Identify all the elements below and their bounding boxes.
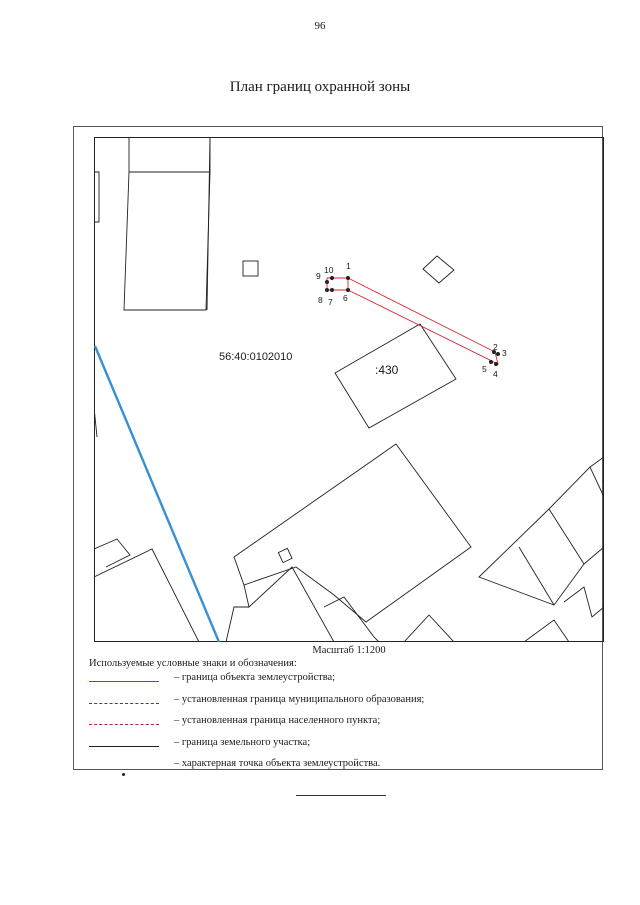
parcel-right-bottom — [523, 619, 570, 642]
point-label-10: 10 — [324, 265, 334, 275]
parcel-boundaries — [94, 137, 604, 642]
blue-boundary-line — [94, 345, 221, 642]
legend-item-text: – граница объекта землеустройства; — [174, 672, 336, 683]
point-9 — [325, 280, 329, 284]
point-8 — [325, 288, 329, 292]
legend-heading: Используемые условные знаки и обозначени… — [89, 658, 297, 669]
parcel-left-tick — [94, 406, 98, 438]
object-boundary-end — [326, 277, 348, 291]
parcel-left-edge — [94, 171, 100, 223]
object-boundary-symbol — [89, 681, 159, 682]
parcel-left-building — [123, 171, 211, 311]
point-label-5: 5 — [482, 364, 487, 374]
map-border — [94, 137, 604, 642]
page-title: План границ охранной зоны — [229, 79, 411, 95]
parcel-large-building — [233, 443, 472, 623]
point-4 — [494, 362, 498, 366]
parcel-right-block — [478, 508, 585, 606]
legend-item: – характерная точка объекта землеустройс… — [89, 758, 509, 780]
point-5 — [489, 360, 493, 364]
point-3 — [496, 352, 500, 356]
point-label-7: 7 — [328, 297, 333, 307]
point-1 — [346, 276, 350, 280]
parcel-divider — [206, 137, 211, 311]
bottom-rule — [296, 795, 386, 796]
parcel-lower-left — [225, 606, 249, 642]
legend-item: – установленная граница населенного пунк… — [89, 715, 509, 737]
point-label-8: 8 — [318, 295, 323, 305]
plan-frame — [73, 126, 603, 770]
parcel-boundary-symbol — [89, 745, 159, 747]
settlement-boundary-symbol — [89, 724, 159, 725]
parcel-lower-block — [243, 566, 335, 642]
point-10 — [330, 276, 334, 280]
legend-item: – граница земельного участка; — [89, 737, 509, 759]
point-label-2: 2 — [493, 342, 498, 352]
parcel-right-edge — [589, 456, 604, 468]
parcel-top-building — [128, 137, 211, 173]
legend-item-text: – граница земельного участка; — [174, 736, 311, 748]
point-label-1: 1 — [346, 261, 351, 271]
legend-item: – установленная граница муниципального о… — [89, 694, 509, 716]
parcel-right-divider — [518, 546, 555, 606]
parcel-430-label: :430 — [375, 363, 399, 377]
legend-item-text: – характерная точка объекта землеустройс… — [174, 758, 381, 769]
parcel-bottom-left — [94, 548, 200, 642]
small-structure-box — [277, 547, 293, 564]
parcel-430 — [334, 323, 457, 429]
legend-item: – граница объекта землеустройства; — [89, 672, 509, 694]
object-boundary-outline — [347, 277, 499, 365]
scale-label: Масштаб 1:1200 — [312, 645, 386, 656]
parcel-right-edge-2 — [583, 546, 604, 565]
small-structure-diamond — [422, 255, 455, 284]
small-structure-square — [242, 260, 259, 277]
boundary-plan-map: 1 2 3 4 5 6 7 8 9 10 56:40:0102010 :430 — [94, 137, 604, 642]
parcel-bottom-left-small — [94, 538, 131, 568]
point-2 — [492, 350, 496, 354]
point-label-9: 9 — [316, 271, 321, 281]
parcel-right-top — [548, 466, 604, 510]
parcel-lower-right-small — [403, 614, 455, 642]
point-label-6: 6 — [343, 293, 348, 303]
parcel-lower-mid — [323, 596, 380, 642]
legend-item-text: – установленная граница населенного пунк… — [174, 715, 381, 726]
page-number: 96 — [314, 20, 326, 32]
point-label-4: 4 — [493, 369, 498, 379]
parcel-right-lower — [563, 586, 604, 618]
cadastral-block-label: 56:40:0102010 — [219, 351, 292, 363]
point-labels: 1 2 3 4 5 6 7 8 9 10 — [316, 261, 507, 379]
point-6 — [346, 288, 350, 292]
point-7 — [330, 288, 334, 292]
legend: – граница объекта землеустройства; – уст… — [89, 672, 509, 780]
municipal-boundary-symbol — [89, 702, 159, 704]
legend-item-text: – установленная граница муниципального о… — [174, 693, 425, 705]
characteristic-point-symbol — [122, 773, 125, 776]
point-label-3: 3 — [502, 348, 507, 358]
characteristic-points — [325, 276, 500, 366]
